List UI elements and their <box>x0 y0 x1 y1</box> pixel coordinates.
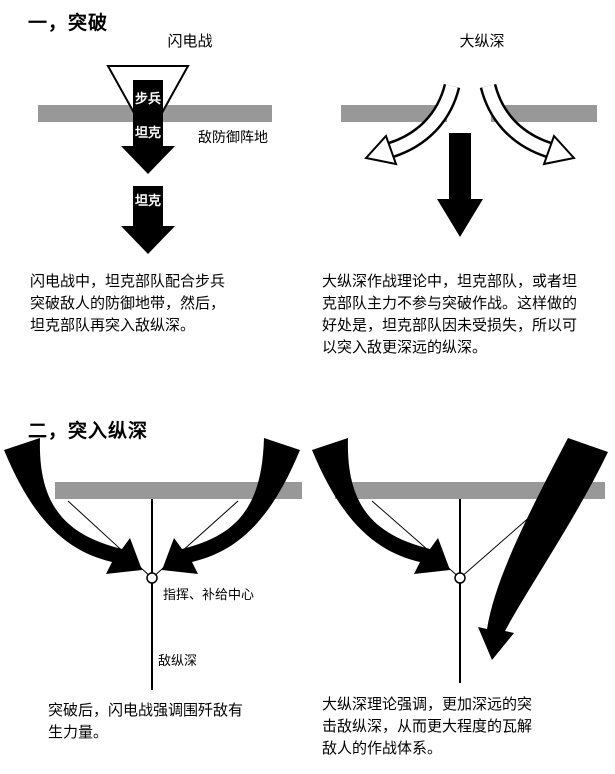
defense-line-bar-right-a <box>341 105 447 122</box>
deep-battle-breakthrough-paragraph: 大纵深作战理论中，坦克部队，或者坦 克部队主力不参与突破作战。这样做的 好处是，… <box>322 273 578 356</box>
defense-line-bar-right-b <box>491 105 597 122</box>
tank-arrow-1 <box>121 80 175 174</box>
enemy-defense-line-label: 敌防御阵地 <box>198 129 268 145</box>
deep-battle-strike-paragraph: 大纵深理论强调，更加深远的突 击敌纵深，从而更大程度的瓦解 敌人的作战体系。 <box>322 696 533 757</box>
pincer-arrow-right-west <box>312 438 450 574</box>
infantry-curved-arrowhead-right <box>542 134 576 166</box>
blitzkrieg-encircle-paragraph: 突破后，闪电战强调围歼敌有 生力量。 <box>48 702 244 741</box>
section1-title: 一，突破 <box>28 13 109 34</box>
enemy-depth-label: 敌纵深 <box>158 653 198 668</box>
front-line-bar-left <box>55 482 302 499</box>
infantry-curved-arrow-right <box>482 84 552 156</box>
tank-arrow-label-1: 坦克 <box>134 125 161 140</box>
tank-arrow-label-2: 坦克 <box>134 193 161 208</box>
blitzkrieg-heading: 闪电战 <box>167 33 213 50</box>
deep-battle-heading: 大纵深 <box>459 33 505 50</box>
command-supply-node-right <box>454 572 466 584</box>
tank-straight-arrow <box>437 133 483 237</box>
tank-arrow-2 <box>121 186 175 254</box>
pincer-arrow-left-west <box>4 438 142 574</box>
command-supply-center-label: 指挥、补给中心 <box>163 587 255 602</box>
section2-title: 二，突入纵深 <box>28 421 149 442</box>
blitzkrieg-breakthrough-paragraph: 闪电战中，坦克部队配合步兵 突破敌人的防御地带，然后， 坦克部队再突入敌纵深。 <box>30 273 226 334</box>
infantry-arrow-label: 步兵 <box>134 91 161 106</box>
front-line-bar-right <box>335 482 605 499</box>
infantry-curved-arrowhead-left <box>364 134 398 166</box>
deep-strike-arrow <box>478 438 608 660</box>
infantry-curved-arrow-left <box>388 84 458 156</box>
pincer-arrow-left-east <box>162 438 300 574</box>
command-supply-node-left <box>146 572 158 584</box>
